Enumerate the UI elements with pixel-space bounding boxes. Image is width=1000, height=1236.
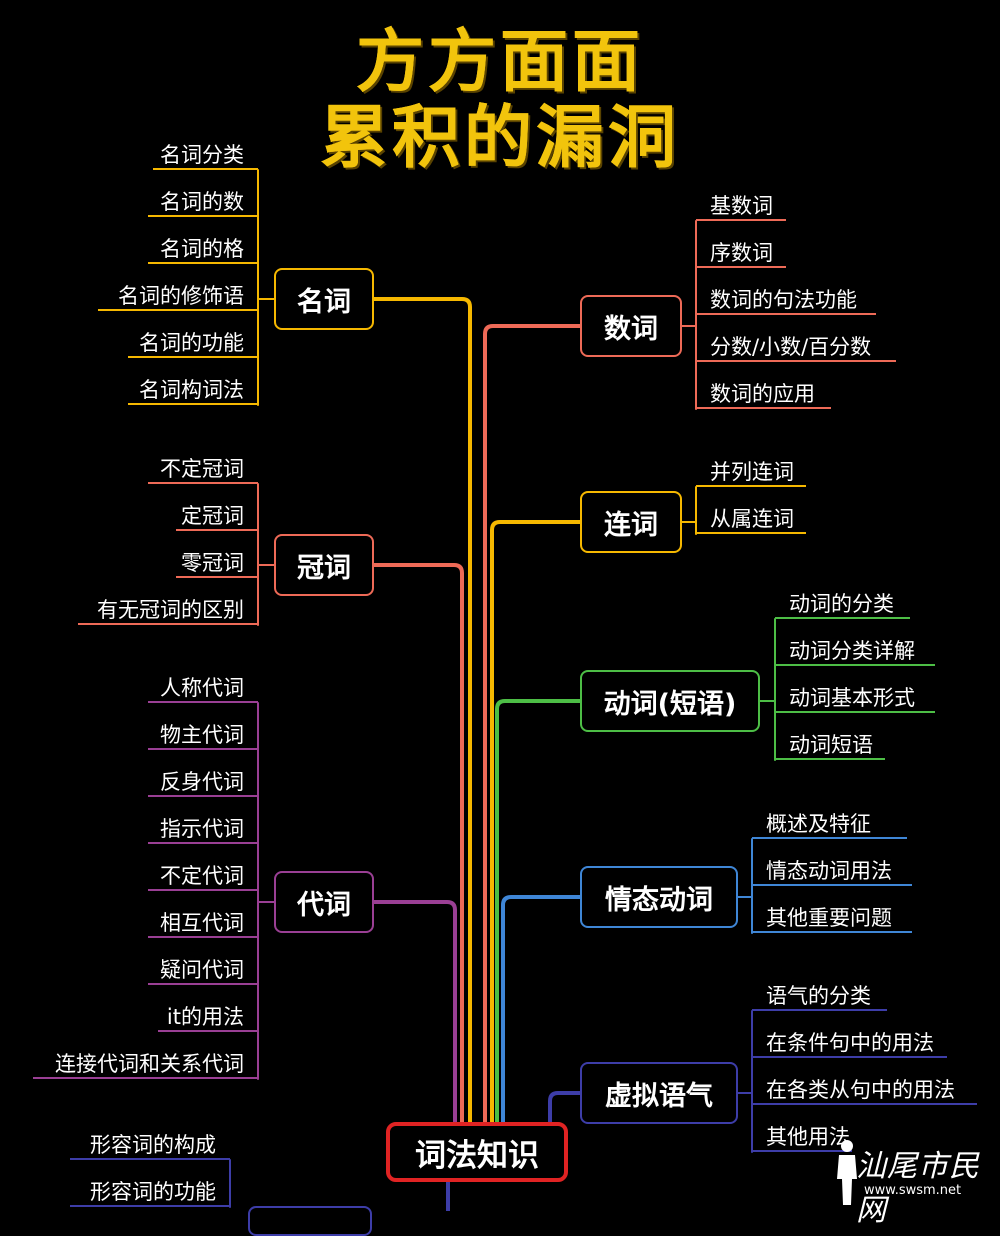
leaf-topic: 连接代词和关系代词 [33,1051,258,1079]
trunk-line [495,699,582,1126]
trunk-line [372,563,464,1126]
mind-map: 方方面面 累积的漏洞 名词 名词分类名词的数名词的格名词的修饰语名词的功能名词构词… [33,23,992,1236]
leaf-topic: 从属连词 [696,506,806,534]
branch-node: 虚拟语气 [580,1062,738,1124]
trunk-line [372,297,472,1126]
leaf-topic: 人称代词 [148,675,258,703]
leaf-topic: 定冠词 [176,503,258,531]
leaf-topic: 名词分类 [153,142,258,170]
trunk-line [483,324,582,1126]
watermark-text: 汕尾市民网 [856,1149,980,1228]
leaf-topic: 名词的格 [148,236,258,264]
branch-node: 数词 [580,295,682,357]
title-line-2: 累积的漏洞 [319,99,680,178]
root-node: 词法知识 [386,1122,568,1182]
branch-node: 动词(短语) [580,670,760,732]
leaf-topic: 分数/小数/百分数 [696,334,896,362]
leaf-topic: 数词的应用 [696,381,831,409]
title-line-1: 方方面面 [355,23,644,102]
leaf-topic: 不定冠词 [148,456,258,484]
leaf-topic: it的用法 [158,1004,258,1032]
leaf-topic: 序数词 [696,240,786,268]
leaf-topic: 疑问代词 [148,957,258,985]
leaf-topic: 在各类从句中的用法 [752,1077,977,1105]
leaf-topic: 零冠词 [176,550,258,578]
leaf-topic: 其他重要问题 [752,905,912,933]
leaf-topic: 基数词 [696,193,786,221]
trunk-line [490,520,582,1126]
watermark: 汕尾市民网 www.swsm.net [832,1137,992,1228]
leaf-topic: 指示代词 [148,816,258,844]
leaf-topic: 有无冠词的区别 [78,597,258,625]
leaf-topic: 在条件句中的用法 [752,1030,947,1058]
branch-node: 情态动词 [580,866,738,928]
person-silhouette-icon [837,1140,857,1205]
leaf-topic: 情态动词用法 [752,858,912,886]
leaf-topic: 其他用法 [752,1124,852,1152]
branch-node: 连词 [580,491,682,553]
leaf-topic: 名词构词法 [128,377,258,405]
leaf-topic: 名词的数 [148,189,258,217]
trunk-line [501,895,582,1126]
leaf-topic: 相互代词 [148,910,258,938]
leaf-topic: 并列连词 [696,459,806,487]
leaf-topic: 数词的句法功能 [696,287,876,315]
trunk-line [548,1091,582,1126]
leaf-topic: 物主代词 [148,722,258,750]
leaf-topic: 不定代词 [148,863,258,891]
leaf-topic: 反身代词 [148,769,258,797]
leaf-topic: 动词基本形式 [775,685,935,713]
leaf-topic: 形容词的功能 [70,1179,230,1207]
leaf-topic: 名词的修饰语 [98,283,258,311]
leaf-topic: 动词的分类 [775,591,910,619]
leaf-topic: 名词的功能 [128,330,258,358]
branch-node: 代词 [274,871,374,933]
leaf-topic: 动词分类详解 [775,638,935,666]
branch-node: 名词 [274,268,374,330]
leaf-topic: 语气的分类 [752,983,887,1011]
branch-node: 冠词 [274,534,374,596]
leaf-topic: 概述及特征 [752,811,907,839]
leaf-topic: 动词短语 [775,732,885,760]
leaf-topic: 形容词的构成 [70,1132,230,1160]
connector-lines [229,169,776,1211]
watermark-url: www.swsm.net [864,1183,962,1198]
trunk-line [372,900,457,1126]
